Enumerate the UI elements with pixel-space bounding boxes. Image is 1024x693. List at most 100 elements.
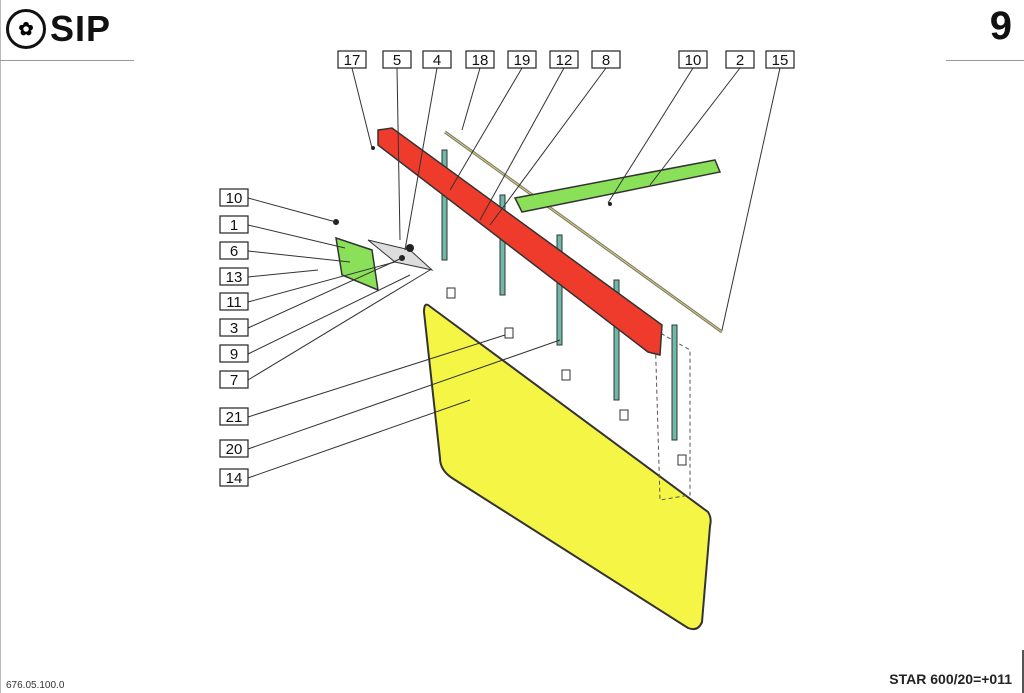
callout-top-1: 5: [382, 50, 412, 69]
callout-box: [549, 50, 579, 69]
callout-box: [219, 267, 249, 286]
bracket-hardware: [367, 239, 434, 271]
bracket-part-1: [335, 236, 379, 292]
callout-top-5: 12: [549, 50, 579, 69]
panel-part-14: [422, 303, 712, 631]
callout-label: 13: [226, 269, 243, 286]
model-designation: STAR 600/20=+011: [889, 671, 1012, 687]
callout-left-5: 3: [219, 318, 249, 337]
leader-line: [489, 67, 607, 226]
leader-line: [461, 67, 481, 131]
callout-top-8: 2: [725, 50, 755, 69]
sip-logo: ✿ SIP: [6, 8, 111, 50]
callout-label: 18: [472, 52, 489, 69]
leader-line: [247, 269, 319, 278]
callout-label: 2: [736, 52, 744, 69]
callout-label: 7: [230, 372, 238, 389]
leader-line: [247, 399, 471, 479]
callout-label: 17: [344, 52, 361, 69]
slots: [446, 287, 687, 466]
callout-box: [219, 468, 249, 487]
document-code: 676.05.100.0: [6, 680, 65, 691]
callout-label: 15: [772, 52, 789, 69]
callout-box: [591, 50, 621, 69]
callout-left-2: 6: [219, 241, 249, 260]
callout-box: [219, 344, 249, 363]
callout-box: [219, 188, 249, 207]
callout-box: [678, 50, 708, 69]
vertical-strips: [441, 149, 678, 441]
dashed-outline: [654, 329, 691, 501]
callout-left-7: 7: [219, 370, 249, 389]
leader-line: [404, 67, 438, 251]
callout-left-9: 20: [219, 439, 249, 458]
callout-label: 19: [514, 52, 531, 69]
green-bar-part-2: [513, 159, 722, 213]
callout-left-3: 13: [219, 267, 249, 286]
callout-label: 11: [226, 294, 242, 311]
callout-left-6: 9: [219, 344, 249, 363]
callout-left-8: 21: [219, 407, 249, 426]
leader-line: [396, 67, 401, 241]
logo-emblem-icon: ✿: [6, 9, 46, 49]
leader-line: [607, 67, 694, 204]
callout-label: 12: [556, 52, 573, 69]
callout-label: 9: [230, 346, 238, 363]
callout-top-6: 8: [591, 50, 621, 69]
page-number: 9: [989, 4, 1012, 48]
callout-box: [219, 292, 249, 311]
page-border-right: [1022, 650, 1024, 693]
callout-label: 5: [393, 52, 401, 69]
callout-label: 10: [226, 190, 243, 207]
leader-line: [247, 261, 396, 303]
callout-label: 8: [602, 52, 610, 69]
callout-top-2: 4: [422, 50, 452, 69]
callout-label: 1: [230, 217, 238, 234]
leader-line: [247, 197, 337, 223]
leader-line: [247, 250, 351, 263]
callout-top-9: 15: [765, 50, 795, 69]
leader-line: [449, 67, 523, 191]
leader-line: [247, 269, 431, 381]
callout-label: 4: [433, 52, 441, 69]
callout-label: 6: [230, 243, 238, 260]
callout-box: [219, 370, 249, 389]
callout-box: [765, 50, 795, 69]
callout-label: 14: [226, 470, 243, 487]
callout-left-10: 14: [219, 468, 249, 487]
header-rule-left: [0, 60, 134, 61]
callout-box: [725, 50, 755, 69]
callout-top-4: 19: [507, 50, 537, 69]
callout-top-3: 18: [465, 50, 495, 69]
callout-top-0: 17: [337, 50, 367, 69]
brand-name: SIP: [50, 8, 112, 49]
red-bar-part-12: [377, 127, 663, 356]
callout-box: [382, 50, 412, 69]
leader-line: [721, 67, 781, 331]
leader-line: [649, 67, 741, 186]
callout-top-7: 10: [678, 50, 708, 69]
callout-label: 21: [226, 409, 243, 426]
leader-line: [351, 67, 373, 149]
callout-box: [507, 50, 537, 69]
callout-label: 10: [685, 52, 702, 69]
callout-left-1: 1: [219, 215, 249, 234]
callout-label: 3: [230, 320, 238, 337]
leader-line: [247, 257, 403, 329]
callout-box: [219, 215, 249, 234]
callout-box: [465, 50, 495, 69]
callout-box: [337, 50, 367, 69]
callout-label: 20: [226, 441, 243, 458]
fasteners: [333, 146, 612, 261]
callout-box: [219, 241, 249, 260]
header-rule-right: [946, 60, 1024, 61]
leader-line: [247, 334, 506, 418]
leader-line: [247, 274, 411, 355]
leader-line: [247, 339, 561, 450]
callout-left-0: 10: [219, 188, 249, 207]
callout-left-4: 11: [219, 292, 249, 311]
leader-line: [247, 224, 346, 249]
callout-box: [422, 50, 452, 69]
callout-box: [219, 318, 249, 337]
